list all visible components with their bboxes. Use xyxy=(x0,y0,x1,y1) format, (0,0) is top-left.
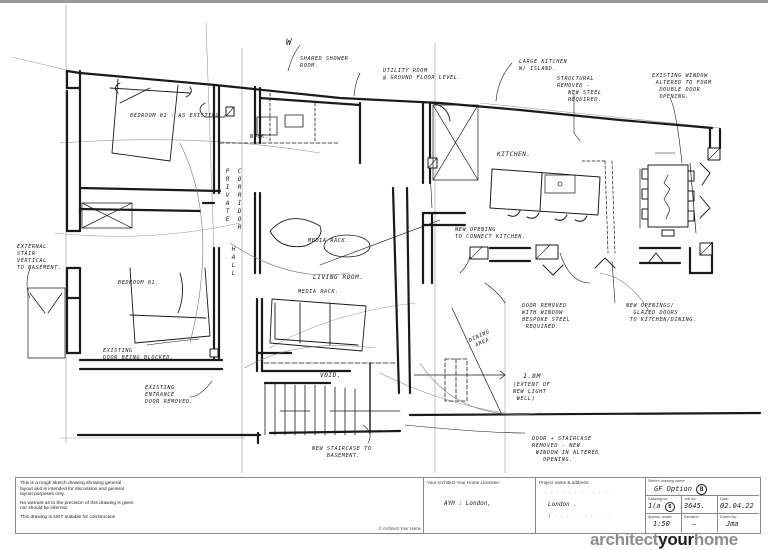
room-label-private: PRIVATE xyxy=(225,168,230,223)
sketch-name-value: GF Option xyxy=(654,485,692,493)
top-border xyxy=(0,0,768,3)
licensee-label: Your Architect Your Home Licensee: xyxy=(427,480,501,485)
room-label-hall: HALL xyxy=(231,246,236,277)
sketch-name-label: Sketch drawing name: xyxy=(648,479,686,483)
disclaimer-box: This is a rough sketch drawing showing g… xyxy=(15,477,424,534)
note-external-stair: External stair vertical to basement. xyxy=(17,244,62,271)
revision-cell: Revision: — xyxy=(682,514,718,532)
project-box: Project name & address: . . . . . . . . … xyxy=(535,477,647,534)
section-mark: W xyxy=(286,38,293,48)
brand-suffix: home xyxy=(693,530,738,549)
job-no-cell: Job no: 3645. xyxy=(682,496,718,514)
drawing-no-value: 1(a xyxy=(648,502,661,510)
revision-value: — xyxy=(692,520,697,528)
project-line-1: . . . . . . . . . . . . xyxy=(544,489,614,495)
note-existing-window: Existing window altered to form double d… xyxy=(652,73,712,100)
note-existing-entrance: Existing entrance door removed. xyxy=(145,385,194,405)
scale-cell: Approx. scale: 1:50 xyxy=(646,514,682,532)
drawn-by-label: Drawn by: xyxy=(720,515,738,519)
scale-label: Approx. scale: xyxy=(648,515,673,519)
floor-plan-sketch xyxy=(11,4,762,473)
sketch-name-cell: Sketch drawing name: GF Option B xyxy=(646,478,759,496)
job-no-label: Job no: xyxy=(684,497,697,501)
drawing-no-badge: B xyxy=(664,502,675,512)
room-label-living-room: Living room. xyxy=(313,274,364,281)
drawing-no-label: Drawing no: xyxy=(648,497,669,501)
note-door-removed: Door removed with window bespoke steel r… xyxy=(522,303,571,330)
note-media-rack: Media rack. xyxy=(308,238,349,244)
job-no-value: 3645. xyxy=(684,502,706,510)
project-label: Project name & address: xyxy=(539,480,590,485)
note-door-staircase-removed: Door + staircase removed - new window in… xyxy=(532,436,600,463)
note-nook: Nook. xyxy=(250,134,269,140)
note-existing-door-blocked: Existing door being blocked. xyxy=(103,348,174,361)
note-structural-removed: Structural removed - new steel required. xyxy=(557,76,602,103)
drawing-sheet: Bedroom 02 - as existing - Bedroom 01. K… xyxy=(0,3,768,550)
note-new-opening: New opening to connect kitchen. xyxy=(455,227,526,240)
drawing-info-box: Sketch drawing name: GF Option B Drawing… xyxy=(645,477,761,534)
disclaimer-line-2: No warrant as to the precision of this d… xyxy=(20,500,134,512)
room-label-corridor: CORRIDOR xyxy=(237,168,242,231)
note-media-rack-2: Media rack. xyxy=(298,289,339,295)
room-label-kitchen: Kitchen. xyxy=(497,151,531,158)
drawn-by-cell: Drawn by: Jma xyxy=(718,514,759,532)
room-label-bedroom-2: Bedroom 02 - as existing - xyxy=(130,113,227,119)
brand-middle: your xyxy=(658,530,694,549)
note-new-openings: New openings/ glazed doors to kitchen/di… xyxy=(626,303,697,323)
date-value: 02.04.22 xyxy=(720,502,754,510)
licensee-value: AYH : London, xyxy=(444,500,491,507)
date-label: Date: xyxy=(720,497,730,501)
dimension-label: 1.8m xyxy=(523,372,542,380)
drawn-by-value: Jma xyxy=(726,520,739,528)
date-cell: Date: 02.04.22 xyxy=(718,496,759,514)
option-badge: B xyxy=(696,484,708,495)
note-light-well: (extent of new light well) xyxy=(513,382,551,402)
revision-label: Revision: xyxy=(684,515,700,519)
disclaimer-line-1: This is a rough sketch drawing showing g… xyxy=(20,481,125,498)
room-label-bedroom-1: Bedroom 01. xyxy=(118,280,159,286)
brand-logo: architectyourhome xyxy=(590,530,738,550)
note-kitchen-island: Large kitchen w/ island. xyxy=(519,59,568,72)
note-new-staircase: New staircase to basement. xyxy=(312,446,372,459)
scale-value: 1:50 xyxy=(653,520,670,528)
room-label-void: Void. xyxy=(320,372,342,379)
copyright: © Architect Your Home xyxy=(378,526,421,531)
note-utility-room: Utility room @ ground floor level. xyxy=(383,68,462,81)
licensee-box: Your Architect Your Home Licensee: AYH :… xyxy=(423,477,536,534)
drawing-no-cell: Drawing no: 1(a B xyxy=(646,496,682,514)
brand-prefix: architect xyxy=(590,530,659,549)
project-line-2: London . xyxy=(548,501,577,508)
note-shared-shower: Shared shower room. xyxy=(300,56,349,69)
disclaimer-line-3: This drawing is NOT suitable for constru… xyxy=(20,514,116,520)
project-line-3: ( . . . . . . . . . . xyxy=(548,513,612,519)
